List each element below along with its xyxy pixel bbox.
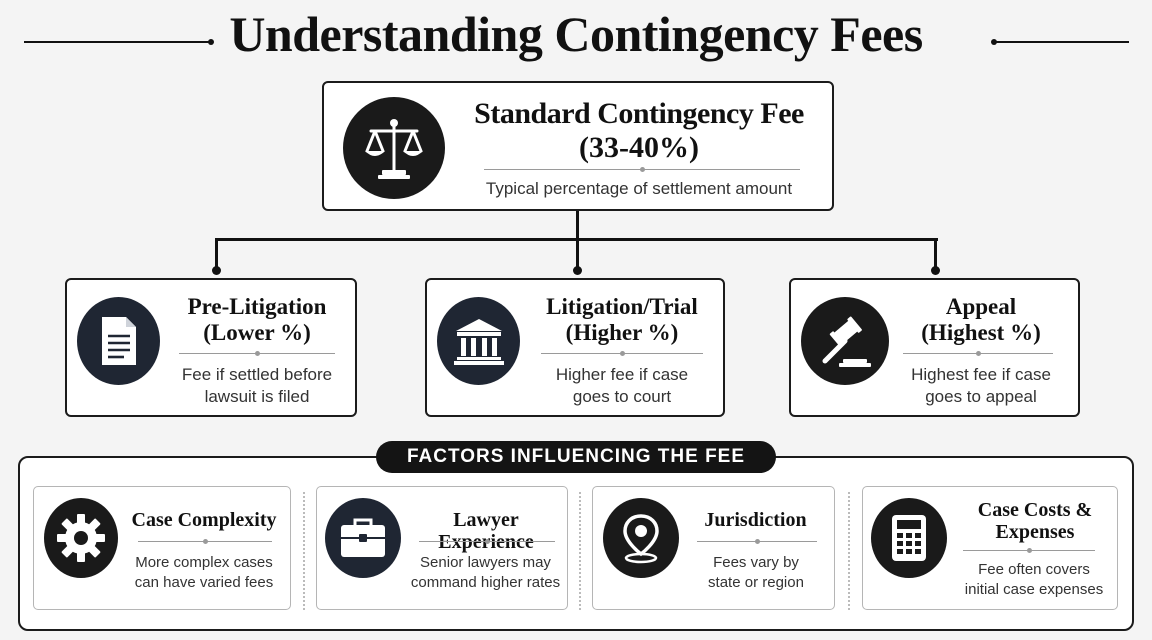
factor-card-lawyer-experience: Lawyer Experience Senior lawyers may com…: [316, 486, 568, 610]
factor-card-jurisdiction: Jurisdiction Fees vary by state or regio…: [592, 486, 835, 610]
stage-appeal-title-line1: Appeal: [945, 294, 1017, 319]
factor-divider-3: [848, 492, 850, 610]
scales-icon: [343, 97, 445, 199]
factor-jurisdiction-separator: [697, 539, 817, 544]
calculator-icon: [871, 498, 947, 578]
connector-node-center: [573, 266, 582, 275]
factor-complexity-title: Case Complexity: [131, 509, 277, 531]
stage-appeal-desc-line2: goes to appeal: [925, 387, 1037, 406]
main-heading-line1: Standard Contingency Fee: [474, 97, 804, 130]
title-dot-left: [208, 39, 214, 45]
stage-appeal-desc-line1: Highest fee if case: [911, 365, 1051, 384]
stage-litigation-separator: [541, 351, 703, 356]
gavel-icon: [801, 297, 889, 385]
briefcase-icon: [325, 498, 401, 578]
title-rule-right: [995, 41, 1129, 43]
stage-litigation-title-line1: Litigation/Trial: [546, 294, 698, 319]
main-description: Typical percentage of settlement amount: [485, 179, 793, 198]
factor-experience-separator: [419, 539, 555, 544]
stage-litigation-desc-line1: Higher fee if case: [555, 365, 689, 384]
stage-appeal-separator: [903, 351, 1053, 356]
factor-costs-desc-line2: initial case expenses: [964, 581, 1104, 598]
factor-experience-desc-line2: command higher rates: [410, 574, 561, 591]
title-rule-left: [24, 41, 210, 43]
courthouse-icon: [437, 297, 520, 385]
factors-banner: FACTORS INFLUENCING THE FEE: [376, 441, 776, 473]
stage-card-litigation-trial: Litigation/Trial (Higher %) Higher fee i…: [425, 278, 725, 417]
factor-costs-separator: [963, 548, 1095, 553]
factor-costs-desc-line1: Fee often covers: [978, 561, 1090, 578]
factor-jurisdiction-title: Jurisdiction: [704, 509, 807, 531]
document-icon: [77, 297, 160, 385]
main-separator: [484, 167, 800, 172]
factor-costs-title-line1: Case Costs &: [977, 499, 1093, 521]
stage-card-appeal: Appeal (Highest %) Highest fee if case g…: [789, 278, 1080, 417]
factor-jurisdiction-desc-line1: Fees vary by: [713, 554, 799, 571]
stage-appeal-title-line2: (Highest %): [921, 320, 1041, 345]
factor-divider-2: [579, 492, 581, 610]
stage-pre-litigation-desc-line2: lawsuit is filed: [204, 387, 310, 406]
factor-experience-title: Lawyer Experience: [438, 509, 534, 553]
connector-node-right: [931, 266, 940, 275]
factor-complexity-desc-line2: can have varied fees: [134, 574, 274, 591]
connector-right: [934, 238, 937, 270]
stage-card-pre-litigation: Pre-Litigation (Lower %) Fee if settled …: [65, 278, 357, 417]
main-heading-line2: (33-40%): [579, 131, 699, 164]
factor-experience-desc-line1: Senior lawyers may: [420, 554, 551, 571]
standard-fee-card: Standard Contingency Fee (33-40%) Typica…: [322, 81, 834, 211]
factor-card-case-costs: Case Costs & Expenses Fee often covers i…: [862, 486, 1118, 610]
page-title: Understanding Contingency Fees: [229, 6, 923, 62]
title-dot-right: [991, 39, 997, 45]
gear-icon: [44, 498, 118, 578]
stage-pre-litigation-desc-line1: Fee if settled before: [181, 365, 333, 384]
factor-costs-title-line2: Expenses: [995, 521, 1075, 543]
factor-complexity-desc-line1: More complex cases: [135, 554, 273, 571]
stage-litigation-title-line2: (Higher %): [565, 320, 679, 345]
connector-node-left: [212, 266, 221, 275]
connector-main-down: [576, 211, 579, 241]
connector-center: [576, 238, 579, 270]
factor-jurisdiction-desc-line2: state or region: [708, 574, 804, 591]
stage-litigation-desc-line2: goes to court: [572, 387, 672, 406]
stage-pre-litigation-title-line1: Pre-Litigation: [187, 294, 327, 319]
stage-pre-litigation-separator: [179, 351, 335, 356]
location-pin-icon: [603, 498, 679, 578]
factor-card-case-complexity: Case Complexity More complex cases can h…: [33, 486, 291, 610]
stage-pre-litigation-title-line2: (Lower %): [203, 320, 311, 345]
factor-divider-1: [303, 492, 305, 610]
factor-complexity-separator: [138, 539, 272, 544]
connector-left: [215, 238, 218, 270]
